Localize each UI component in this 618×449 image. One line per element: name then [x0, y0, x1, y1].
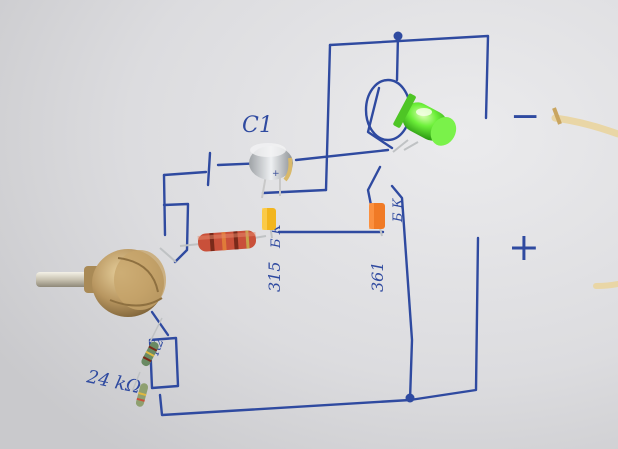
- resistor-icon-small: [131, 317, 163, 407]
- plus-label: +: [508, 225, 540, 269]
- capacitor-label: C1: [242, 113, 273, 138]
- transistor-icon: [262, 208, 276, 239]
- transistor-icon-2: [369, 203, 385, 237]
- potentiometer-icon: [36, 247, 177, 317]
- junction-dots: [393, 31, 415, 403]
- transistor-1-label: 315: [265, 261, 284, 292]
- wire-icon: [551, 107, 618, 289]
- capacitor-icon: +: [249, 143, 293, 199]
- resistor-icon: [179, 230, 267, 252]
- minus-label: −: [510, 96, 540, 137]
- transistor-2-label: 361: [368, 261, 387, 292]
- circuit-drawing: [148, 33, 490, 417]
- capacitor-sign: +: [272, 169, 280, 179]
- transistor-2-pins: Б К: [391, 197, 406, 223]
- led-icon: [392, 93, 457, 153]
